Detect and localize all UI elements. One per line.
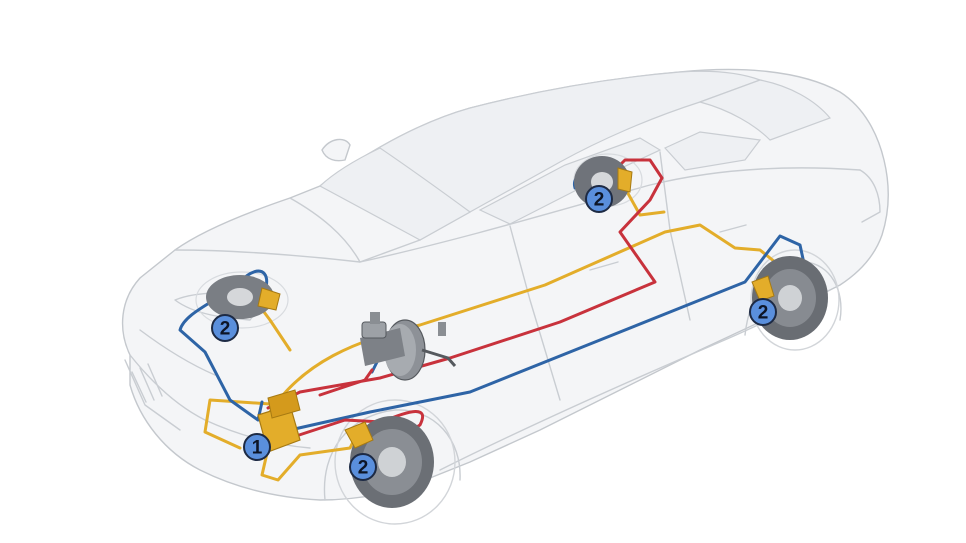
badge-abs-unit: 1 (243, 433, 271, 461)
brake-disc-rear-right (751, 256, 828, 340)
badge-rear-right-brake: 2 (749, 298, 777, 326)
svg-text:2: 2 (220, 319, 231, 340)
brake-booster-icon (360, 312, 457, 381)
brake-disc-front-left (206, 275, 281, 319)
badge-front-left-brake: 2 (211, 314, 239, 342)
abs-module-icon (257, 389, 301, 453)
svg-text:2: 2 (358, 458, 369, 479)
svg-text:1: 1 (252, 438, 263, 459)
svg-text:2: 2 (594, 190, 605, 211)
car-outline-icon (121, 68, 889, 525)
brake-disc-front-right (344, 416, 434, 508)
svg-text:2: 2 (758, 303, 769, 324)
badge-rear-left-brake: 2 (585, 185, 613, 213)
badge-front-right-brake: 2 (349, 453, 377, 481)
